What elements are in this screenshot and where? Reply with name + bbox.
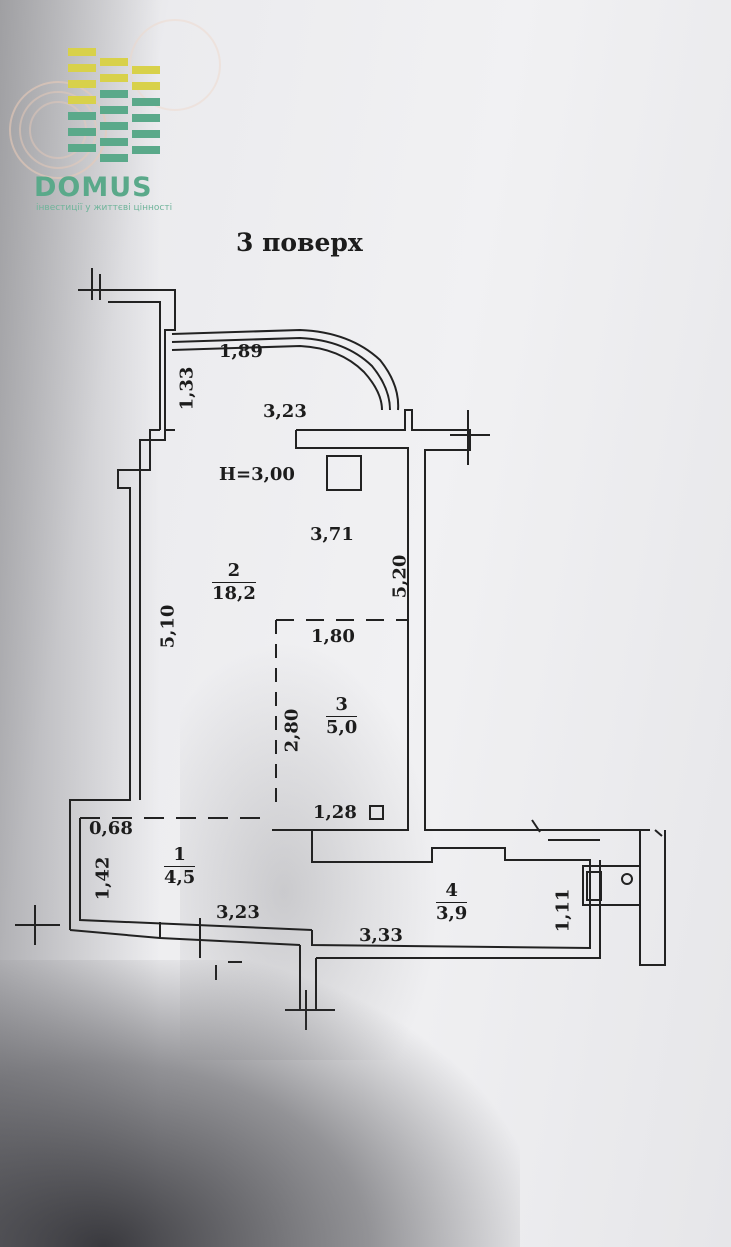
room-label-4: 4 3,9	[436, 880, 468, 925]
dim-hall-height: 1,42	[92, 856, 114, 901]
logo-tagline: інвестиції у життєві цінності	[36, 203, 173, 213]
dim-room2-width: 3,71	[310, 524, 354, 545]
dim-room4-width: 3,33	[359, 925, 403, 946]
dim-room2-left-height: 5,10	[157, 604, 179, 649]
dim-room3-width: 1,80	[311, 626, 355, 647]
room-area: 4,5	[164, 867, 196, 888]
floor-title: 3 поверх	[236, 228, 363, 257]
logo-wordmark: DOMUS	[34, 172, 153, 203]
room-number: 2	[212, 560, 256, 583]
photo-shadow-bottom	[0, 960, 520, 1247]
room-area: 18,2	[212, 583, 256, 604]
dim-room3-bottom: 1,28	[313, 802, 357, 823]
dim-room2-right-height: 5,20	[389, 554, 411, 599]
dim-hall-top: 0,68	[89, 818, 133, 839]
dim-top-wall: 3,23	[263, 401, 307, 422]
building-logo-icon	[9, 19, 221, 179]
dim-balcony-depth: 1,33	[176, 366, 198, 411]
room-label-3: 3 5,0	[326, 694, 358, 739]
room-number: 4	[436, 880, 468, 903]
room-label-2: 2 18,2	[212, 560, 256, 605]
ceiling-height: H=3,00	[219, 464, 295, 485]
dim-hall-width: 3,23	[216, 902, 260, 923]
dim-room3-height: 2,80	[281, 708, 303, 753]
dim-balcony-width: 1,89	[219, 341, 263, 362]
dim-room4-height: 1,11	[552, 888, 574, 933]
room-area: 3,9	[436, 903, 468, 924]
room-area: 5,0	[326, 717, 358, 738]
room-number: 3	[326, 694, 358, 717]
room-label-1: 1 4,5	[164, 844, 196, 889]
room-number: 1	[164, 844, 196, 867]
